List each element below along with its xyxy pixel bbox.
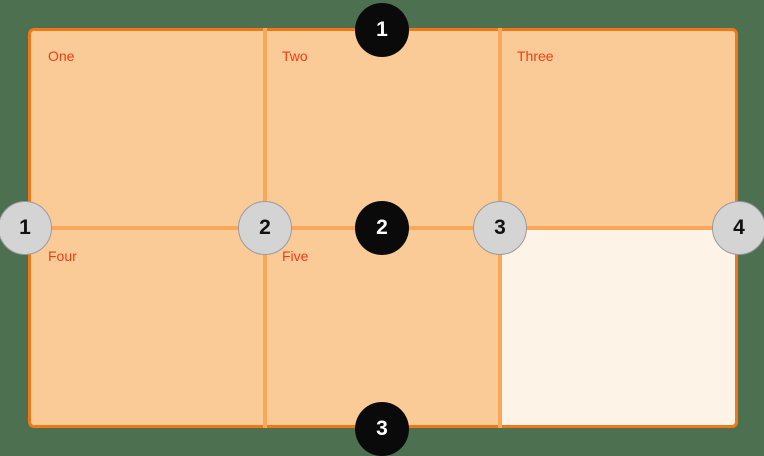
cell-label-one: One bbox=[48, 48, 75, 64]
cell-label-three: Three bbox=[517, 48, 554, 64]
cell-label-five: Five bbox=[282, 248, 309, 264]
row-marker-bottom[interactable]: 3 bbox=[355, 402, 409, 456]
row-marker-top[interactable]: 1 bbox=[355, 3, 409, 57]
row-marker-center[interactable]: 2 bbox=[355, 201, 409, 255]
empty-cell-region[interactable] bbox=[500, 228, 738, 428]
column-marker-1[interactable]: 1 bbox=[0, 201, 52, 255]
column-marker-2[interactable]: 2 bbox=[238, 201, 292, 255]
cell-label-four: Four bbox=[48, 248, 77, 264]
column-marker-4[interactable]: 4 bbox=[712, 201, 764, 255]
cell-label-two: Two bbox=[282, 48, 308, 64]
column-marker-3[interactable]: 3 bbox=[473, 201, 527, 255]
